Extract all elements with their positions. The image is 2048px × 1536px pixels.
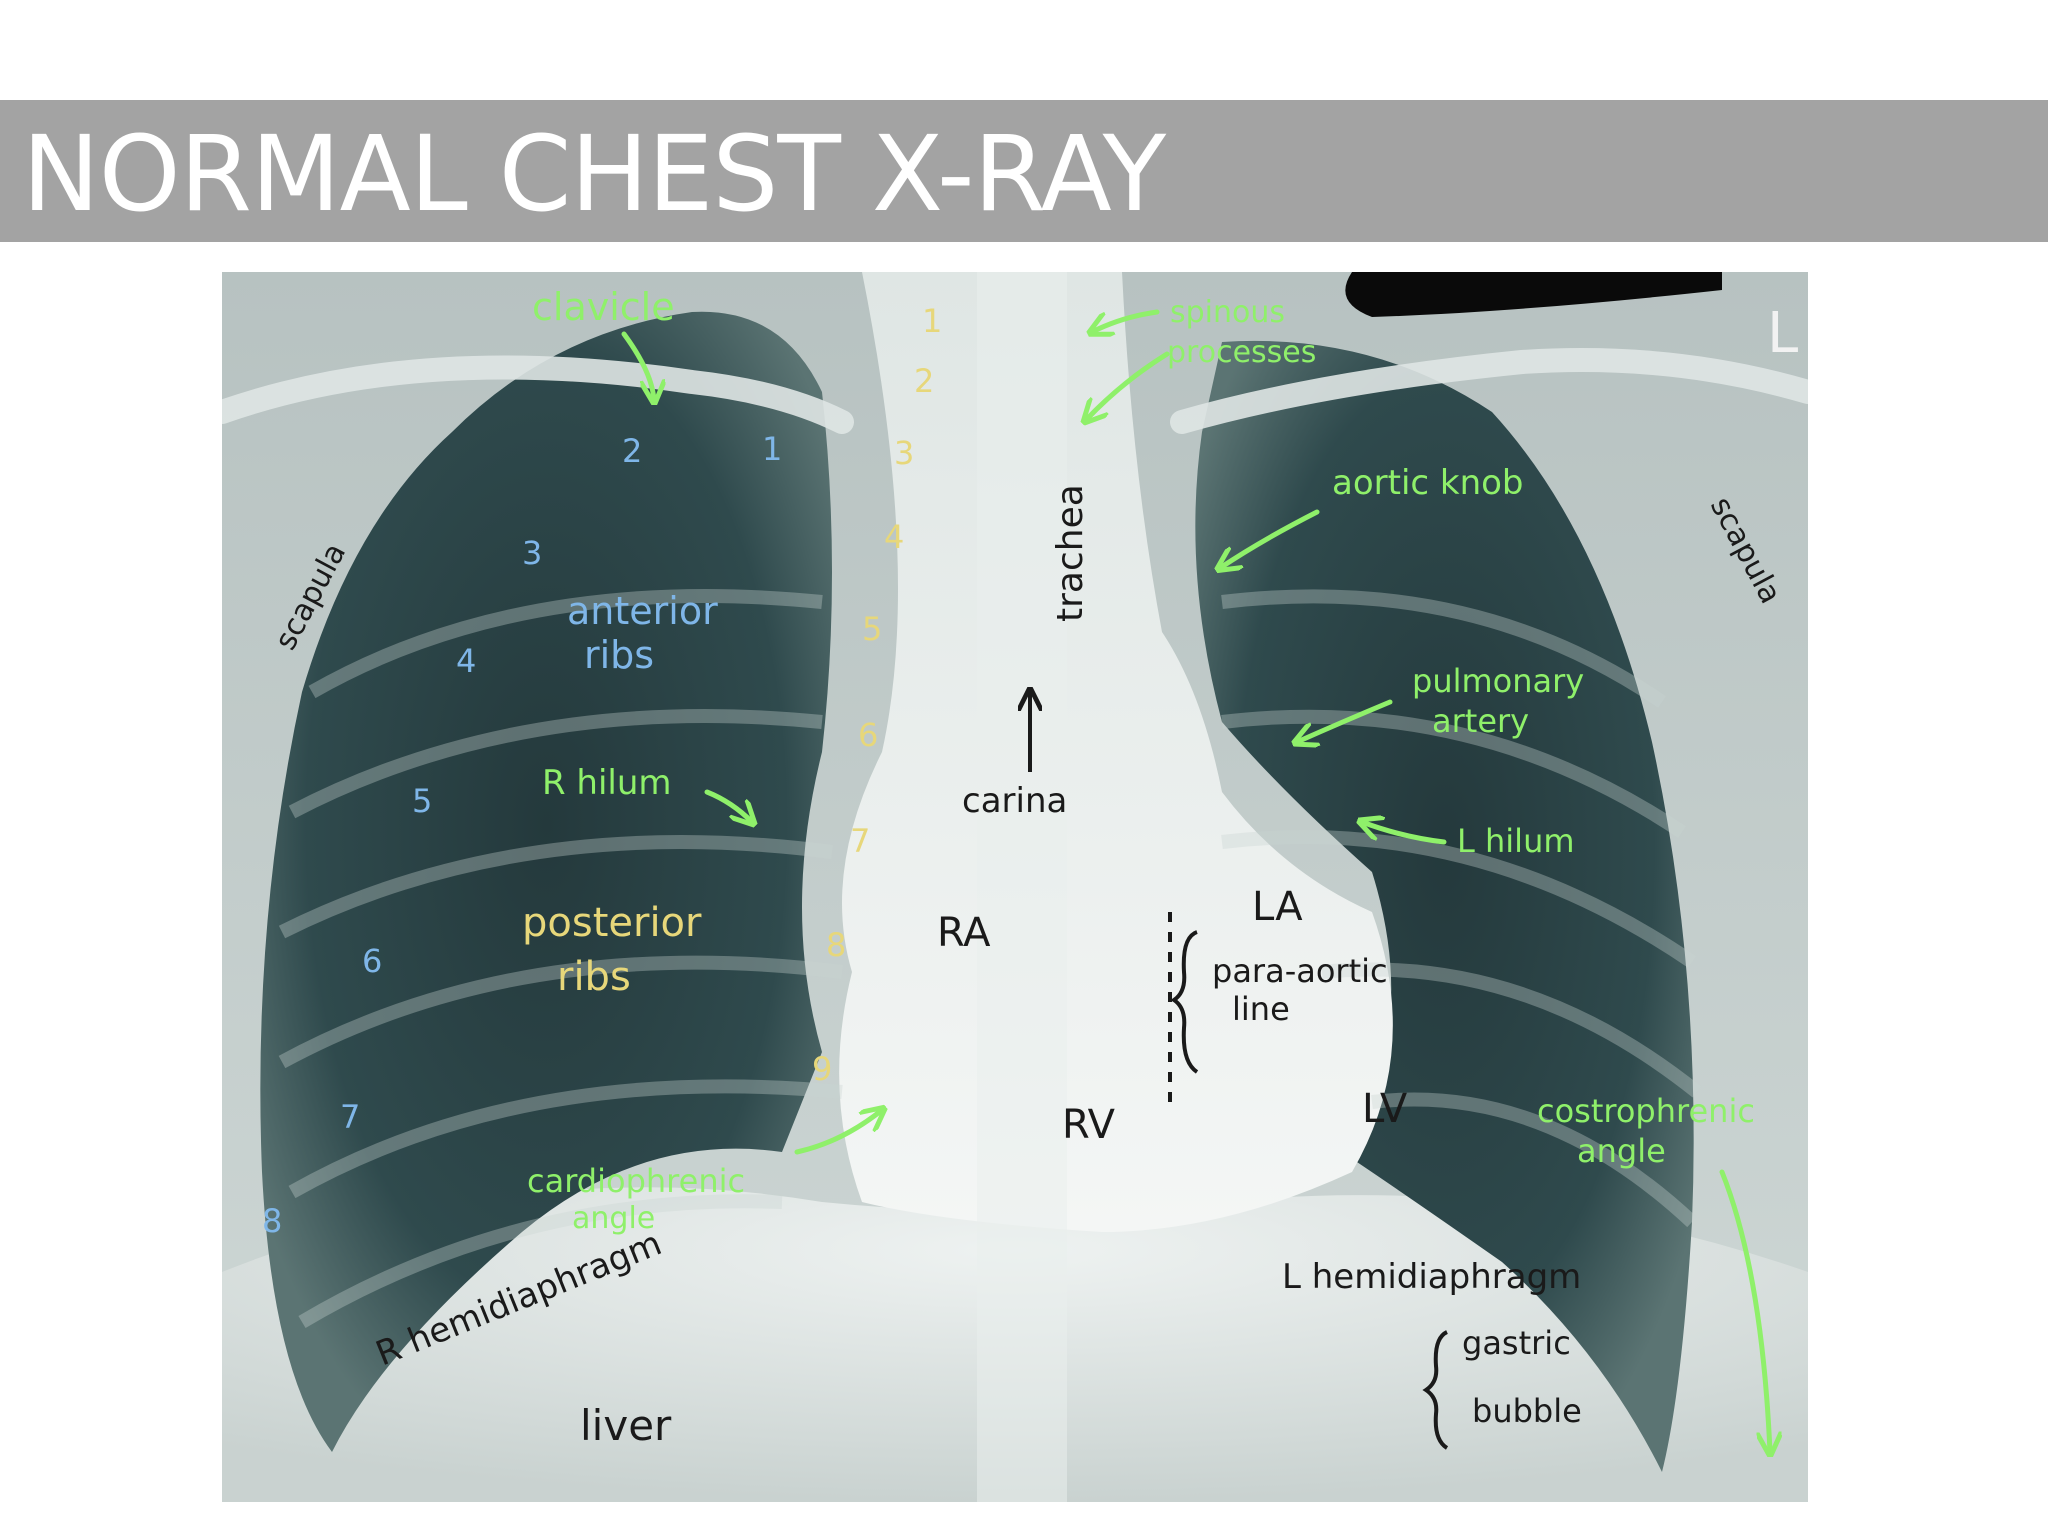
- spine-column: [977, 272, 1067, 1502]
- label-gastric-1: gastric: [1462, 1324, 1571, 1362]
- posterior-rib-3: 3: [894, 434, 914, 472]
- arrow-l-hilum: [1362, 822, 1447, 845]
- chest-xray-image: L clavicle spinous processes aortic knob…: [222, 272, 1808, 1502]
- label-para-aortic-2: line: [1232, 990, 1290, 1028]
- redaction-mark: [1345, 272, 1722, 317]
- arrow-cardiophrenic: [794, 1110, 882, 1155]
- posterior-rib-9: 9: [812, 1050, 832, 1088]
- posterior-rib-8: 8: [826, 926, 846, 964]
- para-aortic-brace: [1170, 930, 1199, 1074]
- anterior-rib-2: 2: [622, 432, 642, 470]
- label-spinous-processes-2: processes: [1167, 335, 1316, 370]
- side-marker-l: L: [1767, 301, 1798, 366]
- arrow-spinous-2: [1086, 351, 1170, 420]
- anterior-rib-5: 5: [412, 782, 432, 820]
- arrow-costophrenic: [1719, 1169, 1770, 1452]
- label-rv: RV: [1062, 1102, 1116, 1148]
- label-l-hemidiaphragm: L hemidiaphragm: [1282, 1257, 1581, 1297]
- label-ra: RA: [937, 910, 991, 956]
- label-costophrenic-2: angle: [1577, 1132, 1666, 1170]
- label-posterior-ribs-1: posterior: [522, 900, 702, 946]
- posterior-rib-1: 1: [922, 302, 942, 340]
- left-clavicle: [1170, 348, 1808, 434]
- posterior-rib-4: 4: [884, 518, 904, 556]
- label-pulmonary-artery-1: pulmonary: [1412, 662, 1584, 700]
- anterior-rib-4: 4: [456, 642, 476, 680]
- right-clavicle: [222, 355, 854, 434]
- label-para-aortic-1: para-aortic: [1212, 952, 1388, 990]
- label-liver: liver: [580, 1401, 672, 1450]
- anterior-rib-8: 8: [262, 1202, 282, 1240]
- posterior-rib-7: 7: [850, 822, 870, 860]
- arrow-clavicle: [621, 331, 654, 400]
- label-la: LA: [1252, 884, 1303, 930]
- gastric-bubble-brace: [1422, 1330, 1449, 1450]
- arrow-r-hilum: [704, 789, 752, 822]
- right-lung-field: [260, 311, 832, 1453]
- title-bar: [0, 100, 2048, 242]
- label-l-hilum: L hilum: [1457, 822, 1575, 860]
- label-cardiophrenic-2: angle: [572, 1201, 655, 1236]
- rib-shadows: [278, 589, 1702, 1329]
- posterior-rib-6: 6: [858, 716, 878, 754]
- label-posterior-ribs-2: ribs: [557, 954, 631, 1000]
- posterior-rib-2: 2: [914, 362, 934, 400]
- label-anterior-ribs-2: ribs: [584, 633, 654, 677]
- arrow-aortic-knob: [1220, 509, 1320, 568]
- label-pulmonary-artery-2: artery: [1432, 702, 1529, 740]
- label-clavicle: clavicle: [532, 285, 675, 329]
- label-lv: LV: [1362, 1086, 1408, 1132]
- anterior-rib-3: 3: [522, 534, 542, 572]
- label-r-hilum: R hilum: [542, 763, 672, 803]
- slide-title: NORMAL CHEST X-RAY: [22, 113, 1166, 235]
- label-trachea: trachea: [1050, 484, 1091, 622]
- label-spinous-processes-1: spinous: [1170, 295, 1285, 330]
- anterior-rib-7: 7: [340, 1098, 360, 1136]
- label-costophrenic-1: costrophrenic: [1537, 1092, 1755, 1130]
- anterior-rib-1: 1: [762, 430, 782, 468]
- posterior-rib-5: 5: [862, 610, 882, 648]
- anterior-rib-6: 6: [362, 942, 382, 980]
- arrow-pulmonary-artery: [1297, 699, 1393, 742]
- left-lung-field: [1195, 340, 1694, 1472]
- label-anterior-ribs-1: anterior: [567, 589, 718, 633]
- label-cardiophrenic-1: cardiophrenic: [527, 1162, 745, 1200]
- arrow-spinous-1: [1092, 309, 1160, 332]
- label-gastric-2: bubble: [1472, 1392, 1582, 1430]
- label-aortic-knob: aortic knob: [1332, 463, 1524, 503]
- label-carina: carina: [962, 781, 1067, 821]
